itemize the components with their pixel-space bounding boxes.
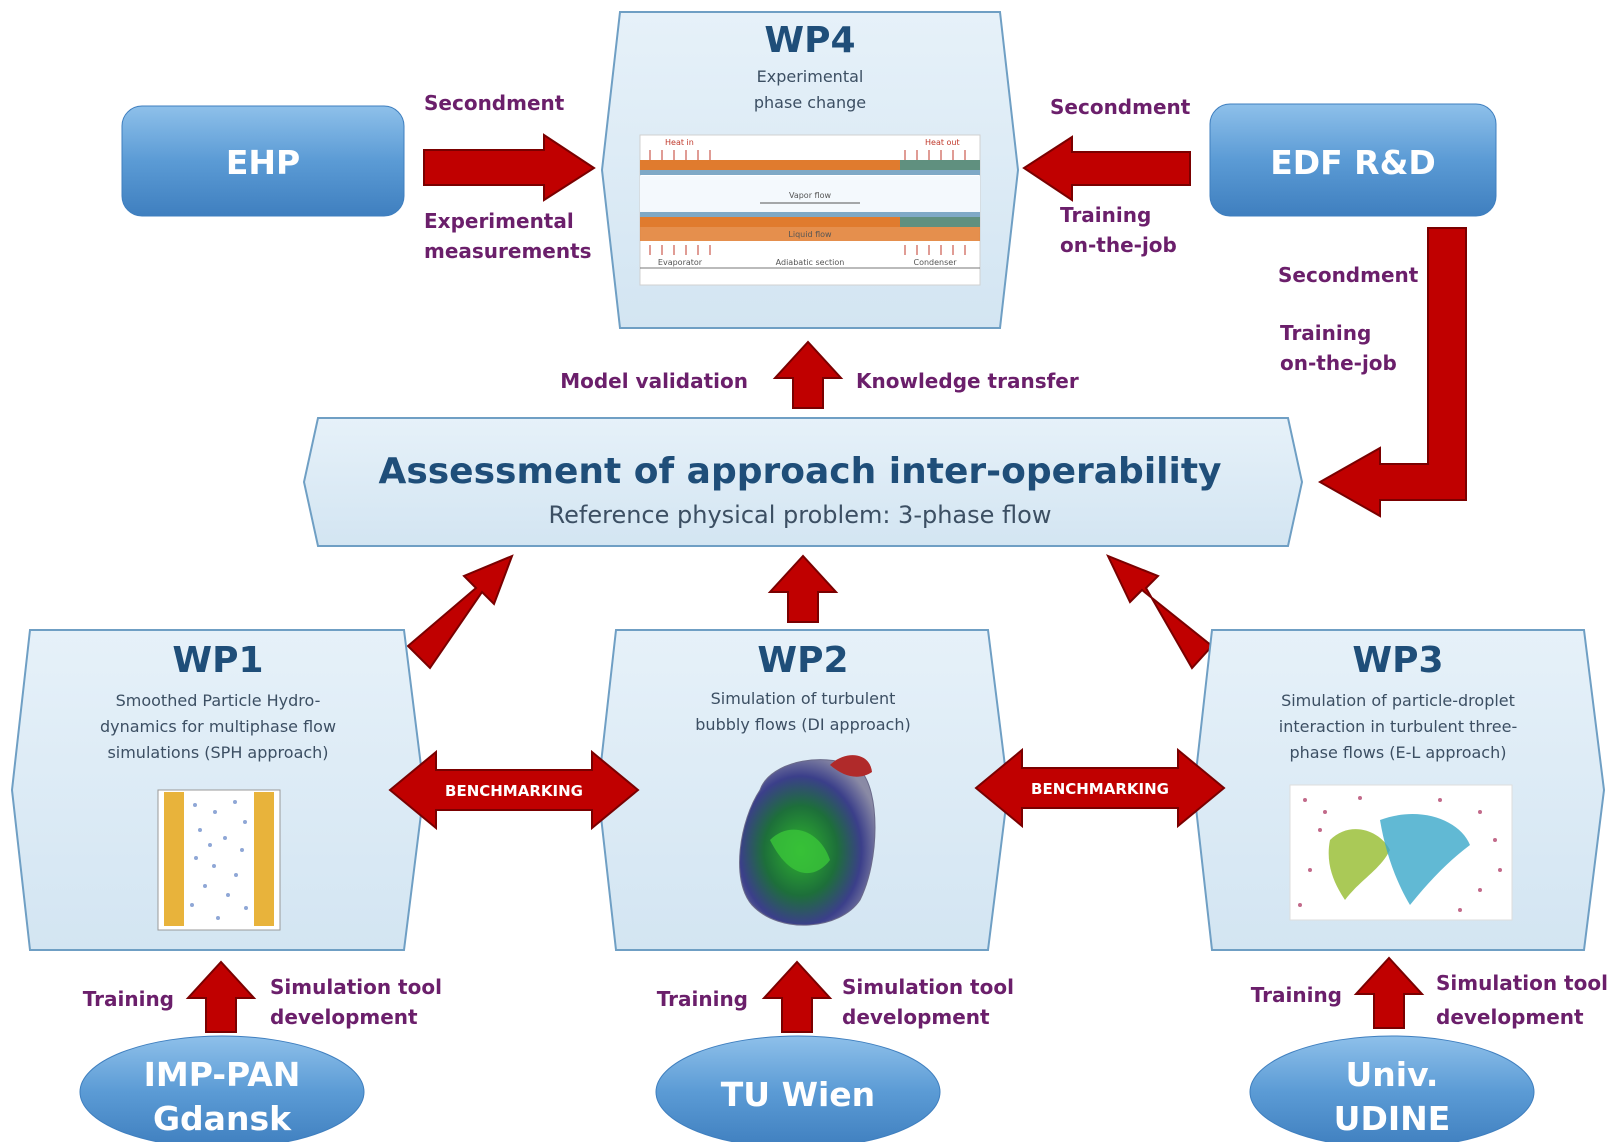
tuwien-to-wp2-arrow (761, 960, 833, 1033)
edf-training-label: Training (1060, 203, 1151, 227)
wp2-to-assessment-arrow (767, 554, 839, 623)
assessment-box: Assessment of approach inter-operability… (302, 417, 1304, 547)
edf-to-assessment-arrow (1317, 227, 1467, 518)
benchmarking-left-arrow: BENCHMARKING (388, 749, 640, 831)
assessment-to-wp4-arrow (772, 340, 844, 409)
ehp-to-wp4-arrow (423, 133, 596, 202)
tuwien-node: TU Wien (655, 1035, 941, 1142)
wp4-desc-line1: Experimental (757, 67, 864, 86)
condenser-label: Condenser (914, 258, 958, 267)
wp3-desc-line2: interaction in turbulent three- (1279, 717, 1517, 736)
imppan-line2: Gdansk (153, 1099, 292, 1138)
wp3-box: WP3 Simulation of particle-droplet inter… (1192, 629, 1606, 951)
edf-side-secondment-label: Secondment (1278, 263, 1419, 287)
imppan-node: IMP-PAN Gdansk (79, 1035, 365, 1142)
udine-tool-line2: development (1436, 1005, 1584, 1029)
imppan-to-wp1-arrow (185, 960, 257, 1033)
tuwien-tool-line2: development (842, 1005, 990, 1029)
model-validation-label: Model validation (560, 369, 748, 393)
wp2-title: WP2 (757, 640, 848, 681)
particle-droplet-figure (1289, 784, 1513, 921)
benchmarking-left-label: BENCHMARKING (445, 782, 583, 800)
wp1-desc-line3: simulations (SPH approach) (107, 743, 328, 762)
heat-pipe-figure: Heat in Heat out Vapor flow Liquid flow … (639, 134, 981, 286)
wp2-desc-line2: bubbly flows (DI approach) (695, 715, 910, 734)
ehp-measurements-label: measurements (424, 239, 592, 263)
imppan-training-label: Training (83, 987, 174, 1011)
sph-figure (157, 789, 281, 931)
edf-side-training-label: Training (1280, 321, 1371, 345)
evaporator-label: Evaporator (658, 258, 703, 267)
assessment-title: Assessment of approach inter-operability (378, 451, 1221, 492)
udine-training-label: Training (1251, 983, 1342, 1007)
benchmarking-right-label: BENCHMARKING (1031, 780, 1169, 798)
assessment-subtitle: Reference physical problem: 3-phase flow (549, 501, 1052, 529)
wp1-desc-line1: Smoothed Particle Hydro- (116, 691, 321, 710)
imppan-line1: IMP-PAN (144, 1055, 301, 1094)
heat-in-label: Heat in (665, 138, 694, 147)
adiabatic-label: Adiabatic section (776, 258, 845, 267)
tuwien-training-label: Training (657, 987, 748, 1011)
ehp-secondment-label: Secondment (424, 91, 565, 115)
udine-line1: Univ. (1346, 1055, 1439, 1094)
vapor-flow-label: Vapor flow (789, 191, 831, 200)
knowledge-transfer-label: Knowledge transfer (856, 369, 1079, 393)
ehp-label: EHP (226, 143, 300, 182)
wp4-desc-line2: phase change (754, 93, 866, 112)
heat-out-label: Heat out (925, 138, 960, 147)
liquid-flow-label: Liquid flow (788, 230, 832, 239)
edf-label: EDF R&D (1270, 143, 1436, 182)
ehp-experimental-label: Experimental (424, 209, 574, 233)
wp3-title: WP3 (1352, 640, 1443, 681)
wp1-to-assessment-arrow (406, 554, 514, 670)
wp3-desc-line1: Simulation of particle-droplet (1281, 691, 1515, 710)
wp4-box: WP4 Experimental phase change Heat in He… (600, 11, 1020, 329)
udine-tool-line1: Simulation tool (1436, 971, 1608, 995)
wp4-title: WP4 (764, 20, 855, 61)
benchmarking-right-arrow: BENCHMARKING (974, 747, 1226, 829)
edf-to-wp4-arrow (1022, 135, 1191, 202)
udine-line2: UDINE (1334, 1099, 1451, 1138)
edf-secondment-label: Secondment (1050, 95, 1191, 119)
wp3-to-assessment-arrow (1105, 554, 1214, 670)
wp1-box: WP1 Smoothed Particle Hydro- dynamics fo… (10, 629, 426, 951)
imppan-tool-line1: Simulation tool (270, 975, 442, 999)
wp1-title: WP1 (172, 640, 263, 681)
tuwien-tool-line1: Simulation tool (842, 975, 1014, 999)
wp3-desc-line3: phase flows (E-L approach) (1290, 743, 1507, 762)
bubbly-flow-figure (739, 755, 876, 926)
wp1-desc-line2: dynamics for multiphase flow (100, 717, 336, 736)
ehp-box: EHP (121, 105, 405, 217)
wp2-box: WP2 Simulation of turbulent bubbly flows… (596, 629, 1010, 951)
udine-node: Univ. UDINE (1249, 1035, 1535, 1142)
edf-side-onjob-label: on-the-job (1280, 351, 1397, 375)
udine-to-wp3-arrow (1353, 956, 1425, 1029)
imppan-tool-line2: development (270, 1005, 418, 1029)
tuwien-line1: TU Wien (721, 1075, 875, 1114)
edf-onjob-label: on-the-job (1060, 233, 1177, 257)
edf-box: EDF R&D (1209, 103, 1497, 217)
wp2-desc-line1: Simulation of turbulent (711, 689, 896, 708)
